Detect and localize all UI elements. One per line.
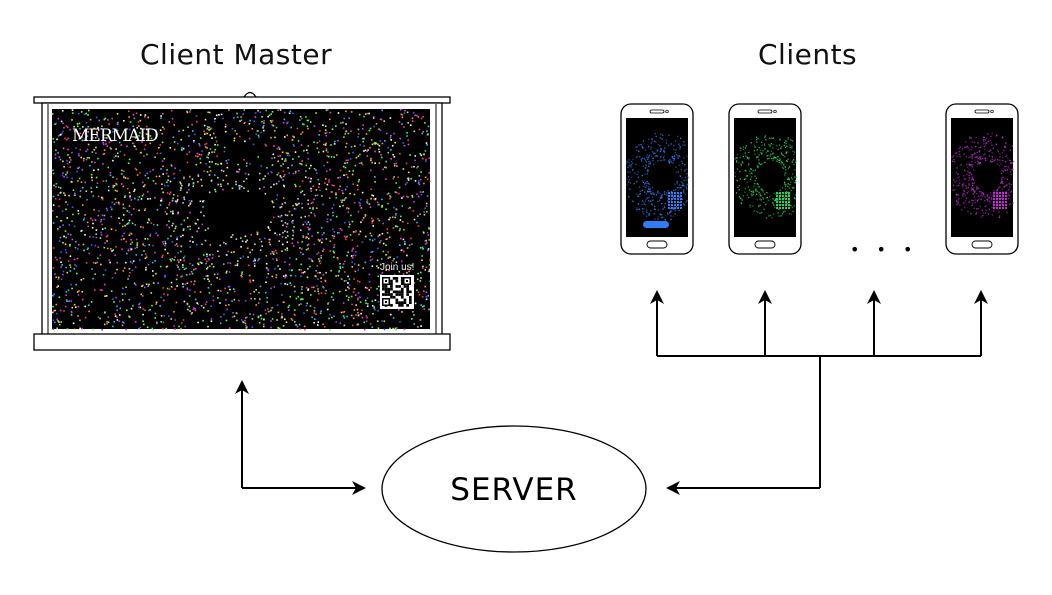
server-node <box>381 425 647 553</box>
phone-swirl <box>951 132 1015 219</box>
master-server-link <box>235 380 366 495</box>
server-clients-link <box>650 290 988 495</box>
more-clients-ellipsis: • • • <box>850 240 918 259</box>
join-us-text: Join us! <box>380 262 414 273</box>
clients-title: Clients <box>758 38 858 71</box>
server-label: SERVER <box>450 472 577 508</box>
mermaid-logo: MERMAID <box>72 126 158 146</box>
smartphone-icon <box>620 103 694 255</box>
smartphone-icon <box>728 103 802 255</box>
phone-swirl <box>626 133 690 228</box>
qr-code-icon <box>380 275 414 309</box>
projected-screen <box>52 109 430 329</box>
client-master-title: Client Master <box>140 38 333 71</box>
smartphone-icon <box>945 103 1019 255</box>
phone-swirl <box>734 135 798 219</box>
projector-screen-icon: MERMAID Join us! <box>33 91 451 351</box>
